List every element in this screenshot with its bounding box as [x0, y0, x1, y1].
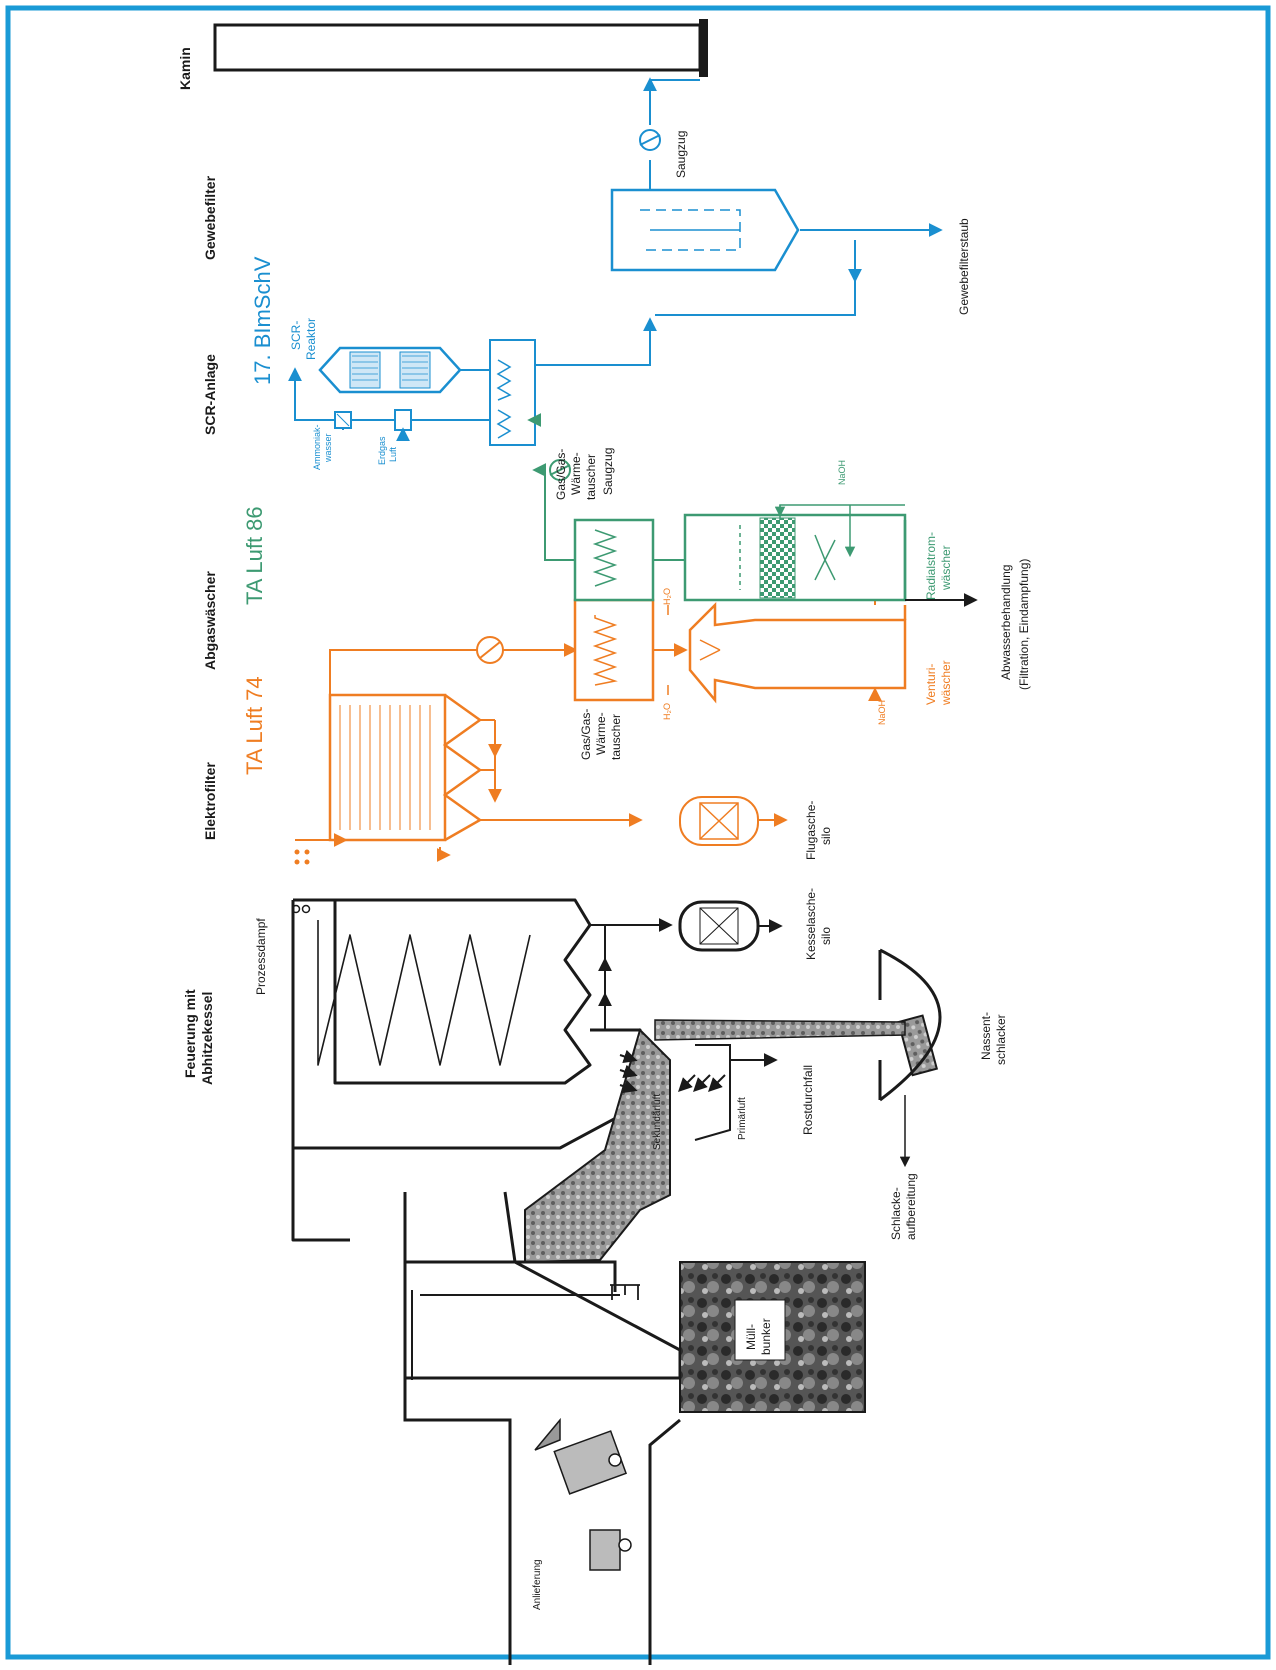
label-sekundaerluft: Sekundärluft — [652, 1094, 663, 1150]
gasgas-waermetauscher-oben-gruen — [575, 520, 685, 600]
label-radialstrom-2: wäscher — [939, 545, 953, 591]
label-venturi-2: wäscher — [939, 660, 953, 706]
label-muell-1: Müll- — [744, 1324, 758, 1350]
label-saugzug-top: Saugzug — [674, 131, 688, 178]
header-feuerung-2: Abhitzekessel — [199, 992, 215, 1085]
label-flugasche-1: Flugasche- — [804, 801, 818, 860]
label-ammoniak-2: wasser — [323, 433, 333, 463]
venturiwaescher — [668, 590, 905, 700]
elektrofilter-valves — [295, 850, 310, 865]
label-erdgas-2: Luft — [388, 446, 398, 462]
flugasche-silo — [680, 797, 785, 845]
label-kesselasche-1: Kesselasche- — [804, 888, 818, 960]
label-nassentschlacker-2: schlacker — [994, 1014, 1008, 1065]
label-h2o-right: H₂O — [662, 588, 672, 605]
label-schlacke-2: aufbereitung — [904, 1173, 918, 1240]
header-abgaswaescher: Abgaswäscher — [202, 571, 218, 670]
label-prozessdampf: Prozessdampf — [254, 918, 268, 995]
label-gasgas-top-1: Gas/Gas- — [554, 449, 568, 500]
label-primaerluft: Primärluft — [737, 1097, 748, 1140]
label-saugzug-mid: Saugzug — [601, 448, 615, 495]
schlackerinne — [655, 1020, 905, 1040]
label-nassentschlacker-1: Nassent- — [979, 1012, 993, 1060]
radialstromwaescher — [685, 505, 905, 600]
kesselasche-silo — [590, 902, 780, 1030]
label-anlieferung: Anlieferung — [532, 1559, 543, 1610]
header-kamin: Kamin — [177, 47, 193, 90]
label-radialstrom-1: Radialstrom- — [924, 532, 938, 600]
header-elektrofilter: Elektrofilter — [202, 762, 218, 840]
label-h2o-left: H₂O — [662, 703, 672, 720]
regulation-ta-luft-86: TA Luft 86 — [242, 506, 267, 605]
regulation-ta-luft-74: TA Luft 74 — [242, 676, 267, 775]
elektrofilter — [295, 695, 480, 840]
label-muell-2: bunker — [759, 1318, 773, 1355]
header-gewebefilter: Gewebefilter — [202, 175, 218, 260]
label-flugasche-2: silo — [819, 827, 833, 845]
header-scr-anlage: SCR-Anlage — [202, 354, 218, 435]
scr-reaktor — [320, 348, 490, 392]
label-rostdurchfall: Rostdurchfall — [801, 1065, 815, 1135]
label-scr-reaktor-2: Reaktor — [304, 318, 318, 360]
label-gasgas-top-2: Wärme- — [569, 452, 583, 495]
label-schlacke-1: Schlacke- — [889, 1187, 903, 1240]
label-naoh-right: NaOH — [837, 460, 847, 485]
prozessdampf-valves — [293, 906, 310, 913]
label-ammoniak-1: Ammoniak- — [312, 424, 322, 470]
label-gewebefilterstaub: Gewebefilterstaub — [957, 218, 971, 315]
anlieferung-truck-icon — [535, 1420, 631, 1570]
label-abwasser-2: (Filtration, Eindampfung) — [1017, 559, 1031, 690]
label-gasgas-bot-3: tauscher — [609, 714, 623, 760]
label-kesselasche-2: silo — [819, 927, 833, 945]
gewebefilter — [612, 190, 798, 270]
label-gasgas-bot-1: Gas/Gas- — [579, 709, 593, 760]
kamin-chimney — [215, 19, 708, 77]
label-naoh-left: NaOH — [877, 700, 887, 725]
label-abwasser-1: Abwasserbehandlung — [999, 565, 1013, 680]
label-gasgas-bot-2: Wärme- — [594, 712, 608, 755]
header-feuerung-1: Feuerung mit — [182, 989, 198, 1078]
regulation-bimschv: 17. BImSchV — [250, 256, 275, 385]
gasgas-waermetauscher-oben — [490, 340, 535, 445]
label-venturi-1: Venturi- — [924, 664, 938, 705]
label-erdgas-1: Erdgas — [377, 436, 387, 465]
label-gasgas-top-3: tauscher — [584, 454, 598, 500]
label-scr-reaktor-1: SCR- — [289, 321, 303, 350]
